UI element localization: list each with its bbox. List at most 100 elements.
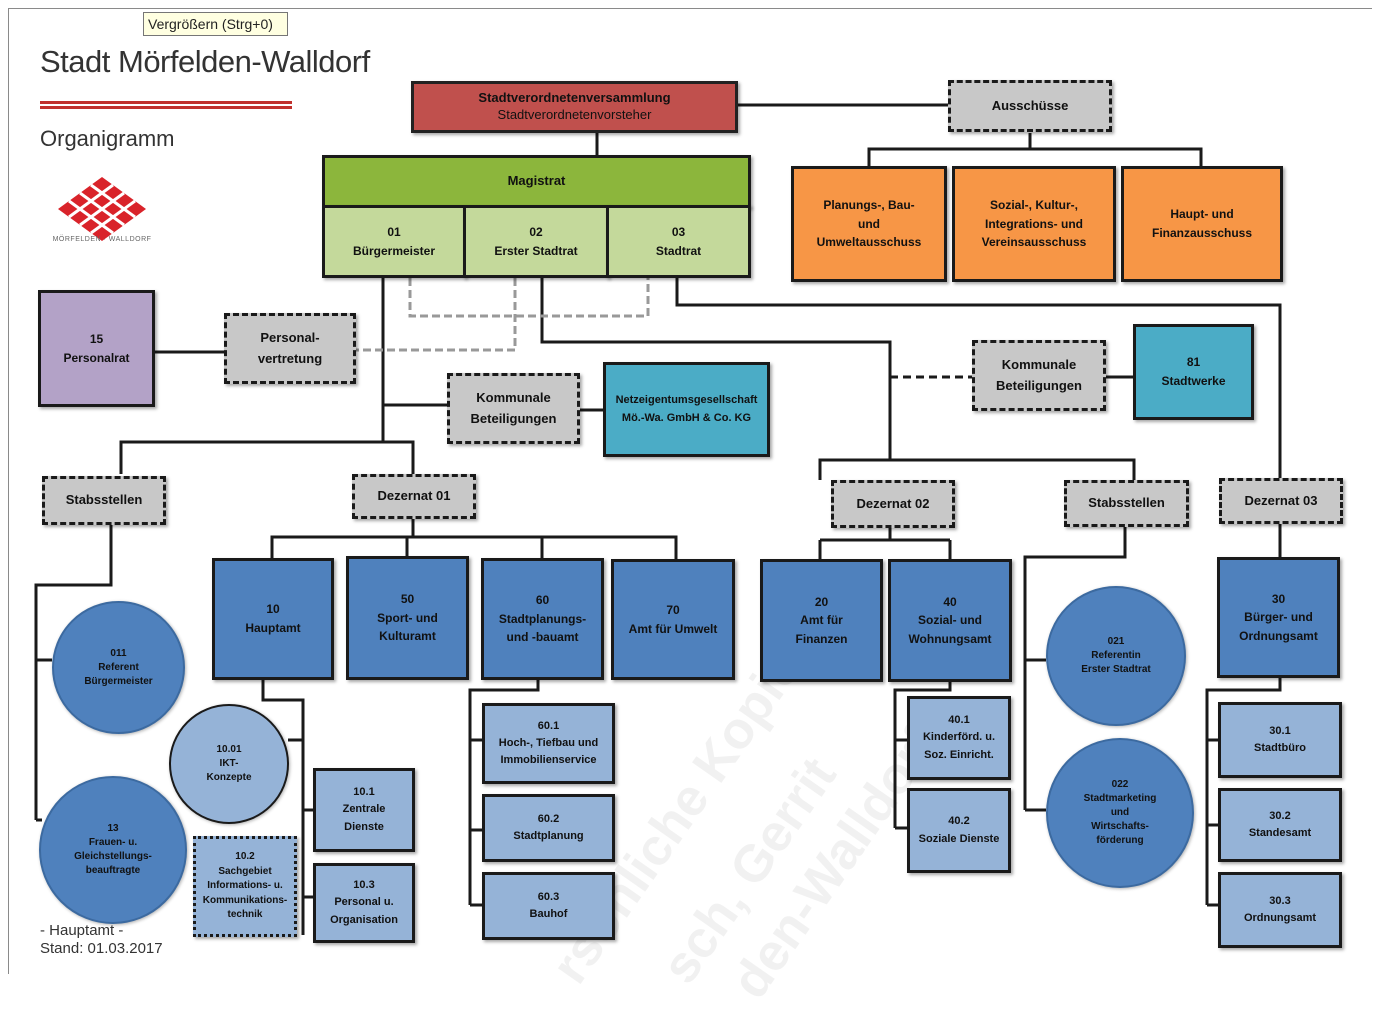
sg-10-2-l3: Kommunikations- (202, 894, 288, 906)
sg-60-1-hochbau: 60.1 Hoch-, Tiefbau und Immobilienservic… (482, 703, 615, 784)
sg-30-2-num: 30.2 (1269, 809, 1291, 822)
footer-department: - Hauptamt - (40, 922, 124, 939)
magistrat-buergermeister: 01 Bürgermeister (322, 205, 466, 278)
sg-60-2-num: 60.2 (537, 812, 560, 825)
ausschuesse-label: Ausschüsse (991, 97, 1069, 113)
sg-60-2-l1: Stadtplanung (513, 830, 584, 842)
c022-l2: und (1110, 807, 1130, 818)
amt-20-num: 20 (814, 594, 829, 609)
amt-70-num: 70 (666, 602, 680, 617)
amt-40-l2: Wohnungsamt (908, 631, 992, 646)
c13-l1: Frauen- u. (88, 837, 138, 848)
stadtrat-name: Stadtrat (655, 243, 702, 258)
sg-10-2-l4: technik (227, 909, 263, 921)
svv-label: Stadtverordnetenversammlung (478, 90, 671, 106)
amt-70-umwelt: 70 Amt für Umwelt (611, 559, 735, 680)
sg-10-3-num: 10.3 (353, 879, 375, 892)
circle-022-stadtmarketing: 022 Stadtmarketing und Wirtschafts- förd… (1046, 738, 1194, 888)
sg-30-1-l1: Stadtbüro (1254, 742, 1306, 754)
circle-011-referent: 011 Referent Bürgermeister (52, 601, 185, 734)
ausschuesse-box: Ausschüsse (948, 80, 1112, 132)
ausschuss-haupt-l2: Finanzausschuss (1151, 226, 1253, 240)
stabsstellen-2: Stabsstellen (1064, 480, 1189, 527)
c011-l1: Referent (98, 661, 139, 673)
kommunale-2-l2: Beteiligungen (996, 377, 1082, 393)
buergermeister-name: Bürgermeister (352, 243, 436, 258)
sg-10-1-l2: Dienste (344, 820, 384, 833)
sg-30-3-ordnungsamt: 30.3 Ordnungsamt (1218, 872, 1342, 948)
amt-30-l1: Bürger- und (1244, 610, 1313, 625)
amt-30-l2: Ordnungsamt (1239, 628, 1318, 643)
ausschuss-planung-l2: und (858, 216, 880, 231)
sg-30-3-l1: Ordnungsamt (1243, 912, 1317, 924)
amt-50-kulturamt: 50 Sport- und Kulturamt (346, 556, 469, 680)
c13-l3: beauftragte (85, 865, 141, 876)
c13-num: 13 (107, 823, 119, 834)
personalvertretung-l2: vertretung (257, 350, 323, 366)
sg-60-1-l1: Hoch-, Tiefbau und (498, 736, 599, 749)
amt-10-num: 10 (266, 602, 280, 617)
sg-30-2-standesamt: 30.2 Standesamt (1218, 788, 1342, 862)
sg-10-2-ikt: 10.2 Sachgebiet Informations- u. Kommuni… (193, 836, 297, 937)
amt-60-bauamt: 60 Stadtplanungs- und -bauamt (481, 558, 604, 680)
ausschuss-haupt-l1: Haupt- und (1170, 207, 1234, 222)
amt-50-l2: Kulturamt (379, 629, 436, 644)
netz-l1: Netzeigentumsgesellschaft (615, 394, 758, 407)
sg-40-1-l2: Soz. Einricht. (924, 748, 994, 761)
amt-40-l1: Sozial- und (918, 613, 982, 628)
stadtwerke-box: 81 Stadtwerke (1133, 324, 1254, 420)
stabsstellen-2-label: Stabsstellen (1088, 495, 1165, 511)
c021-num: 021 (1107, 636, 1125, 647)
c1001-l1: IKT- (219, 758, 239, 769)
sg-10-3-personal: 10.3 Personal u. Organisation (313, 863, 415, 943)
amt-30-ordnung: 30 Bürger- und Ordnungsamt (1217, 557, 1340, 678)
magistrat-erster-stadtrat: 02 Erster Stadtrat (463, 205, 609, 278)
personalrat-name: Personalrat (63, 350, 130, 365)
kommunale-2-l1: Kommunale (1001, 357, 1077, 373)
amt-40-num: 40 (943, 594, 957, 609)
sg-30-3-num: 30.3 (1269, 894, 1291, 907)
city-logo-icon (58, 177, 146, 241)
erster-stadtrat-num: 02 (529, 224, 543, 239)
dezernat-03-label: Dezernat 03 (1244, 492, 1318, 508)
sg-10-2-l1: Sachgebiet (218, 865, 272, 877)
c011-num: 011 (110, 647, 127, 659)
c1001-num: 10.01 (216, 744, 242, 755)
kommunale-1-l2: Beteiligungen (470, 410, 557, 426)
c011-l2: Bürgermeister (84, 675, 153, 687)
title-rule-bottom (40, 106, 292, 109)
ausschuss-sozial-l2: Integrations- und (985, 216, 1083, 231)
circle-021-referentin: 021 Referentin Erster Stadtrat (1046, 586, 1186, 726)
sg-10-2-l2: Informations- u. (207, 880, 283, 892)
sg-10-1-l1: Zentrale (342, 803, 386, 816)
ausschuss-planung-l1: Planungs-, Bau- (823, 198, 915, 213)
magistrat-stadtrat: 03 Stadtrat (606, 205, 751, 278)
ausschuss-sozial-l1: Sozial-, Kultur-, (990, 198, 1078, 213)
ausschuss-sozial: Sozial-, Kultur-, Integrations- und Vere… (952, 166, 1116, 282)
sg-40-2-soziale-dienste: 40.2 Soziale Dienste (907, 788, 1011, 873)
ausschuss-haupt: Haupt- und Finanzausschuss (1121, 166, 1283, 282)
connector-lines (34, 103, 1282, 935)
sg-30-2-l1: Standesamt (1248, 827, 1312, 839)
amt-60-l1: Stadtplanungs- (498, 611, 587, 626)
amt-10-name: Hauptamt (245, 621, 301, 635)
sg-10-3-l1: Personal u. (334, 896, 394, 909)
ausschuss-planung-l3: Umweltausschuss (816, 235, 922, 250)
page-subtitle: Organigramm (40, 126, 175, 151)
personalrat-num: 15 (89, 331, 104, 346)
circle-13-gleichstellung: 13 Frauen- u. Gleichstellungs- beauftrag… (39, 776, 187, 924)
ausschuss-sozial-l3: Vereinsausschuss (981, 235, 1087, 250)
dezernat-01-label: Dezernat 01 (377, 488, 451, 504)
sg-60-3-l1: Bauhof (529, 908, 568, 920)
c022-num: 022 (1111, 779, 1129, 790)
sg-60-3-num: 60.3 (537, 890, 560, 903)
buergermeister-num: 01 (387, 224, 401, 239)
netzeigentum-box: Netzeigentumsgesellschaft Mö.-Wa. GmbH &… (603, 362, 770, 457)
amt-10-hauptamt: 10 Hauptamt (212, 558, 334, 680)
c022-l3: Wirtschafts- (1091, 821, 1149, 832)
svv-chair-label: Stadtverordnetenvorsteher (497, 107, 652, 122)
c022-l1: Stadtmarketing (1083, 793, 1157, 804)
dezernat-02-label: Dezernat 02 (856, 495, 930, 511)
page-title: Stadt Mörfelden-Walldorf (40, 44, 370, 79)
sg-30-1-stadtbuero: 30.1 Stadtbüro (1218, 702, 1342, 778)
